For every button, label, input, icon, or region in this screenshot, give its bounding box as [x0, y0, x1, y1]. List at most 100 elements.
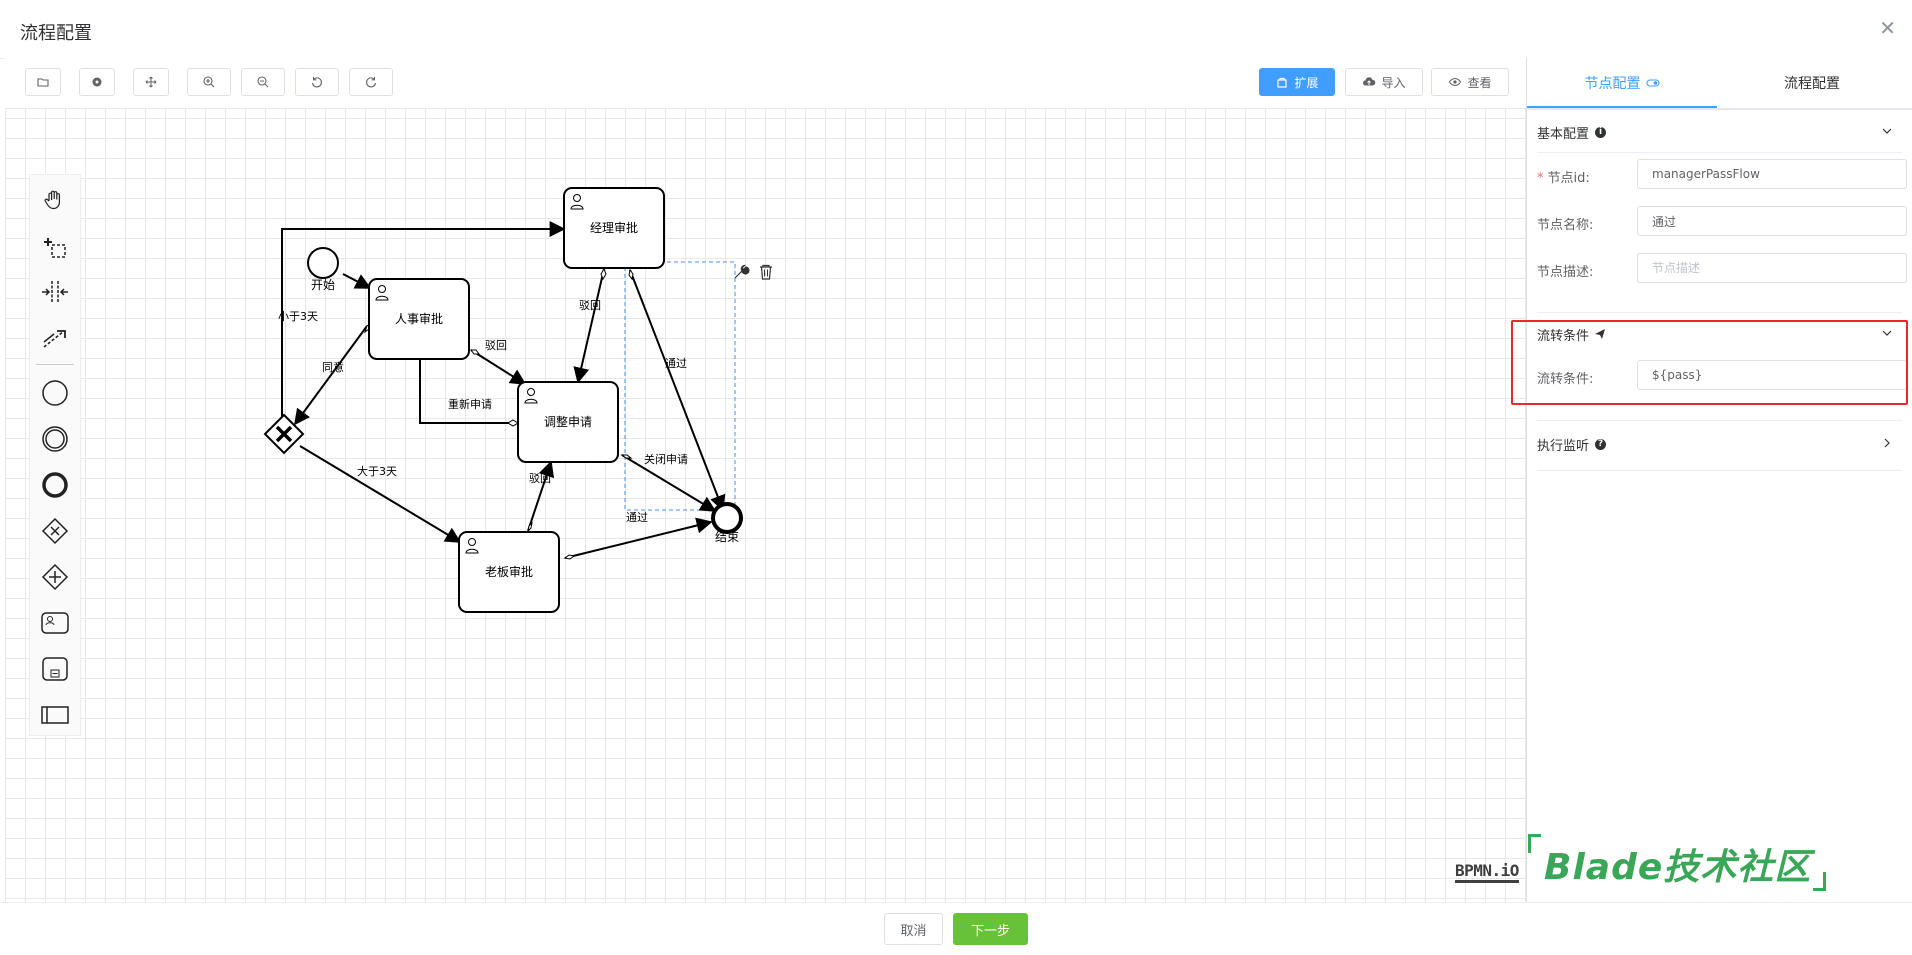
move-icon [145, 76, 157, 88]
label-reject3: 驳回 [529, 472, 551, 485]
flow-manager-reject[interactable] [573, 268, 605, 384]
undo-button[interactable] [295, 68, 339, 96]
task-adjust[interactable] [517, 381, 619, 463]
task-boss[interactable] [458, 531, 560, 613]
redo-button[interactable] [349, 68, 393, 96]
view-button-label: 查看 [1467, 75, 1492, 90]
sequence-flows [281, 221, 726, 559]
flow-gt3[interactable] [299, 445, 462, 543]
watermark-corner [1528, 834, 1541, 853]
flow-lt3[interactable] [281, 221, 566, 431]
condition-label: 流转条件: [1537, 372, 1594, 387]
cloud-upload-icon [1363, 77, 1376, 86]
tab-process-config[interactable]: 流程配置 [1717, 58, 1907, 108]
label-reapply: 重新申请 [448, 397, 492, 411]
tab-active-indicator [1527, 106, 1717, 108]
divider [1537, 152, 1902, 153]
close-icon[interactable]: ✕ [1879, 16, 1896, 40]
divider [1537, 470, 1902, 471]
edge-labels: 小于3天 同意 驳回 驳回 重新申请 通过 关闭申请 驳回 大于3天 通过 [278, 299, 688, 524]
import-button-label: 导入 [1381, 75, 1406, 90]
tab-process-config-label: 流程配置 [1784, 76, 1840, 92]
palette-exclusive-gateway[interactable] [40, 516, 70, 546]
node-name-input[interactable] [1637, 206, 1907, 236]
task-hr[interactable] [368, 278, 470, 360]
view-button[interactable]: 查看 [1431, 68, 1509, 96]
label-boss: 老板审批 [485, 564, 533, 579]
palette-global-connect[interactable] [40, 323, 70, 353]
open-file-button[interactable] [25, 68, 61, 96]
context-pad [734, 264, 772, 280]
node-id-label-text: 节点id: [1547, 171, 1590, 186]
node-id-input[interactable] [1637, 159, 1907, 189]
next-step-button[interactable]: 下一步 [953, 913, 1028, 945]
chevron-right-icon [1884, 438, 1890, 448]
space-tool-icon [42, 281, 68, 303]
flow-agree[interactable] [294, 325, 368, 426]
bpmn-palette [29, 174, 81, 736]
flow-hr-reject[interactable] [470, 349, 527, 385]
info-icon: i [1595, 126, 1607, 138]
end-event[interactable] [711, 502, 743, 534]
node-desc-input[interactable] [1637, 253, 1907, 283]
center-button[interactable] [79, 68, 115, 96]
palette-hand-tool[interactable] [40, 185, 70, 215]
extend-button[interactable]: 扩展 [1259, 68, 1335, 96]
palette-intermediate-event[interactable] [40, 424, 70, 454]
hand-tool-icon [44, 190, 60, 210]
import-button[interactable]: 导入 [1345, 68, 1423, 96]
dialog-header: 流程配置 ✕ [0, 0, 1912, 59]
cancel-button[interactable]: 取消 [884, 913, 943, 945]
palette-user-task[interactable] [40, 608, 70, 638]
label-reject1: 驳回 [485, 339, 507, 352]
wrench-icon[interactable] [734, 264, 750, 279]
condition-header[interactable]: 流转条件 [1537, 314, 1902, 354]
condition-input[interactable] [1637, 360, 1907, 390]
palette-pool[interactable] [40, 700, 70, 730]
label-manager: 经理审批 [590, 220, 638, 235]
exclusive-gateway[interactable] [263, 413, 305, 455]
node-id-label: *节点id: [1537, 167, 1590, 186]
bpmn-io-logo[interactable]: BPMN.iO [1455, 862, 1519, 883]
palette-lasso-tool[interactable] [40, 231, 70, 261]
redo-icon [366, 77, 377, 88]
palette-start-event[interactable] [40, 378, 70, 408]
tab-node-config[interactable]: 节点配置 [1527, 58, 1717, 108]
flow-start-hr[interactable] [342, 273, 372, 289]
fit-view-button[interactable] [133, 68, 169, 96]
flow-close[interactable] [621, 454, 717, 512]
bpmn-diagram[interactable]: 开始 人事审批 经理审批 调整申请 老板审批 结束 小于3天 同意 驳回 驳回 … [5, 58, 1526, 902]
label-gt3: 大于3天 [357, 464, 397, 478]
zoom-out-button[interactable] [241, 68, 285, 96]
task-manager[interactable] [563, 187, 665, 269]
label-hr: 人事审批 [395, 311, 443, 326]
palette-end-event[interactable] [40, 470, 70, 500]
palette-space-tool[interactable] [40, 277, 70, 307]
flow-boss-reject[interactable] [527, 460, 555, 532]
palette-subprocess[interactable] [40, 654, 70, 684]
palette-parallel-gateway[interactable] [40, 562, 70, 592]
label-end: 结束 [715, 530, 739, 544]
user-task-icons [375, 194, 584, 554]
trash-icon[interactable] [760, 264, 772, 280]
flow-boss-pass[interactable] [564, 517, 713, 559]
folder-open-icon [37, 78, 49, 87]
condition-title: 流转条件 [1537, 328, 1590, 344]
start-event[interactable] [307, 247, 339, 279]
intermediate-event-icon [42, 426, 68, 452]
chevron-down-icon [1882, 330, 1892, 336]
watermark-text: Blade技术社区 [1544, 847, 1812, 888]
zoom-in-icon [203, 76, 215, 88]
zoom-in-button[interactable] [187, 68, 231, 96]
listener-header[interactable]: 执行监听 ? [1537, 424, 1902, 464]
node-id-row: *节点id: [1537, 159, 1907, 191]
flow-manager-pass[interactable] [629, 269, 726, 512]
node-desc-label: 节点描述: [1537, 265, 1594, 280]
tab-node-config-label: 节点配置 [1584, 76, 1641, 92]
panel-tabs: 节点配置 流程配置 [1527, 58, 1912, 110]
label-close: 关闭申请 [644, 452, 688, 466]
node-name-row: 节点名称: [1537, 206, 1907, 238]
basic-config-header[interactable]: 基本配置 i [1537, 112, 1902, 152]
bpmn-canvas[interactable]: 扩展 导入 查看 [5, 58, 1527, 902]
properties-panel: 节点配置 流程配置 基本配置 i *节点id: 节点名称: 节点描述: 流转条件… [1527, 58, 1912, 902]
